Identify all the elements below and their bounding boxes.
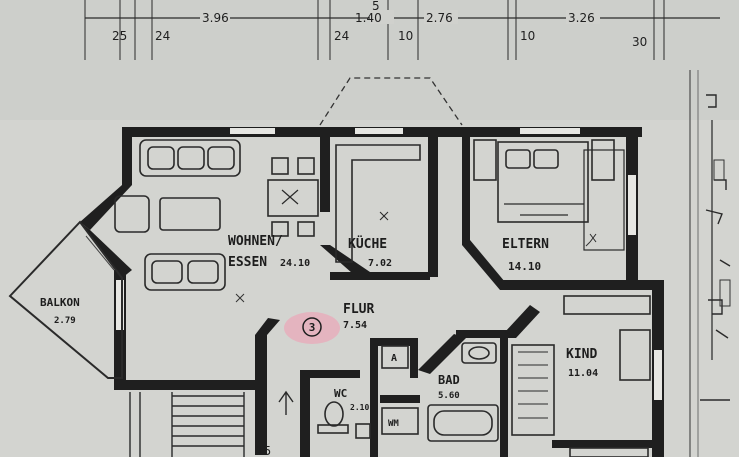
room-area-kind: 11.04 (568, 368, 598, 379)
room-area-eltern: 14.10 (508, 260, 541, 273)
room-label-flur: FLUR (343, 302, 374, 317)
room-area-kueche: 7.02 (368, 258, 392, 269)
staircase (129, 390, 294, 457)
dim-sub-5: 10 (520, 29, 535, 43)
side-section-drawing (689, 70, 731, 457)
unit-highlight (284, 312, 340, 344)
wc-fixtures (317, 401, 371, 439)
room-area-wohnen: 24.10 (280, 258, 310, 269)
room-label-balkon: BALKON (40, 296, 80, 309)
bathroom-fixtures (381, 342, 499, 442)
kitchen-counters (335, 144, 421, 263)
room-area-wc: 2.10 (350, 403, 369, 412)
dim-sub-2: 24 (155, 29, 170, 43)
fixture-label-a: A (391, 353, 397, 364)
room-area-flur: 7.54 (343, 320, 367, 331)
unit-marker (302, 317, 322, 337)
room-label-wc: WC (334, 387, 347, 400)
dim-sub-3: 24 (334, 29, 349, 43)
dim-sub-1: 25 (112, 29, 127, 43)
dim-top-5: 3.26 (568, 11, 595, 25)
dim-top-1: 3.96 (202, 11, 229, 25)
room-label-eltern: ELTERN (502, 237, 549, 252)
living-furniture (114, 139, 319, 291)
dim-top-3: 5 (372, 0, 380, 13)
dim-top-2: 1.40 (355, 11, 382, 25)
kids-room-furniture (511, 295, 651, 457)
dim-sub-4: 10 (398, 29, 413, 43)
unit-number: 3 (309, 321, 316, 334)
dim-sub-6: 30 (632, 35, 647, 49)
bay-window-outline (319, 77, 463, 126)
dimension-chain (84, 0, 720, 60)
room-label-kind: KIND (566, 347, 597, 362)
room-label-bad: BAD (438, 373, 460, 387)
room-area-bad: 5.60 (438, 391, 460, 401)
fixture-label-wm: WM (388, 419, 399, 429)
dim-top-4: 2.76 (426, 11, 453, 25)
balcony-outline (8, 220, 123, 379)
room-label-wohnen: WOHNEN/ (228, 234, 283, 249)
room-label-kueche: KÜCHE (348, 236, 387, 252)
stair-number: 15 (256, 444, 271, 457)
bedroom-furniture (473, 139, 625, 251)
room-label-essen: ESSEN (228, 255, 267, 270)
room-area-balkon: 2.79 (54, 316, 76, 326)
